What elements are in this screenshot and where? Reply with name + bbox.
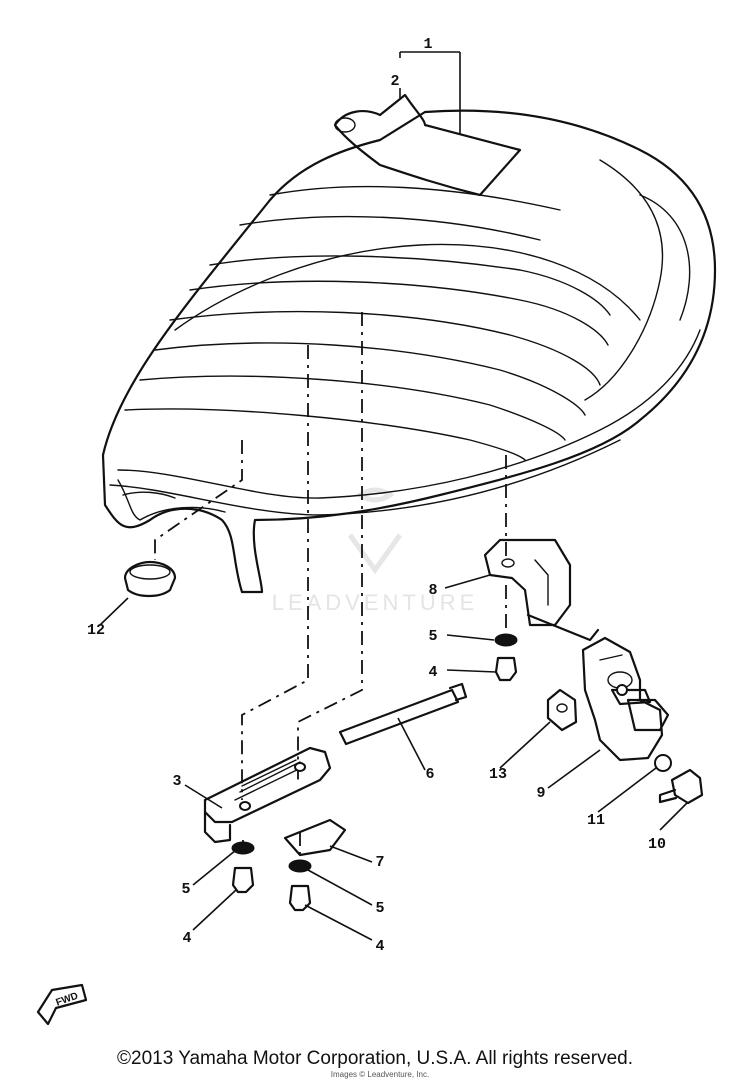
lock-bolt (658, 768, 704, 805)
upper-washer-bolt (494, 633, 518, 682)
seat-cover-flap (333, 93, 522, 197)
callout-6: 6 (425, 766, 434, 783)
lock-hook (546, 688, 578, 732)
callout-4-upper: 4 (428, 664, 437, 681)
callout-7: 7 (375, 854, 384, 871)
seat-rod (338, 682, 468, 746)
lower-right-washer-bolt (288, 859, 312, 912)
rubber-damper (123, 560, 177, 598)
watermark-text: LEADVENTURE (272, 590, 479, 615)
lower-left-washer-bolt (231, 841, 255, 894)
callout-5-lower-right: 5 (375, 900, 384, 917)
front-bracket (203, 746, 332, 844)
callout-3: 3 (172, 773, 181, 790)
callouts: 1 2 3 4 4 4 5 5 5 6 7 8 9 10 11 12 13 (87, 36, 666, 955)
callout-11: 11 (587, 812, 605, 829)
watermark: LEADVENTURE (272, 487, 479, 615)
callout-2: 2 (390, 73, 399, 90)
leader-lines (99, 51, 689, 941)
callout-5-lower-left: 5 (181, 881, 190, 898)
callout-9: 9 (536, 785, 545, 802)
callout-13: 13 (489, 766, 507, 783)
front-direction-marker: FWD (36, 983, 88, 1026)
watermark-logo-icon (347, 487, 403, 575)
copyright-small-text: Images © Leadventure, Inc. (330, 1070, 430, 1079)
seat-assembly (101, 109, 717, 594)
callout-4-lower-left: 4 (182, 930, 191, 947)
seat-lock-assembly (581, 636, 670, 762)
callout-8: 8 (428, 582, 437, 599)
small-bracket (283, 818, 347, 857)
callout-5-upper: 5 (428, 628, 437, 645)
copyright-notice: ©2013 Yamaha Motor Corporation, U.S.A. A… (117, 1048, 633, 1069)
lock-washer (654, 754, 672, 772)
callout-1: 1 (423, 36, 432, 53)
callout-12: 12 (87, 622, 105, 639)
callout-4-lower-right: 4 (375, 938, 384, 955)
arrow-icon (36, 983, 88, 1026)
callout-10: 10 (648, 836, 666, 853)
rear-bracket (483, 538, 600, 642)
